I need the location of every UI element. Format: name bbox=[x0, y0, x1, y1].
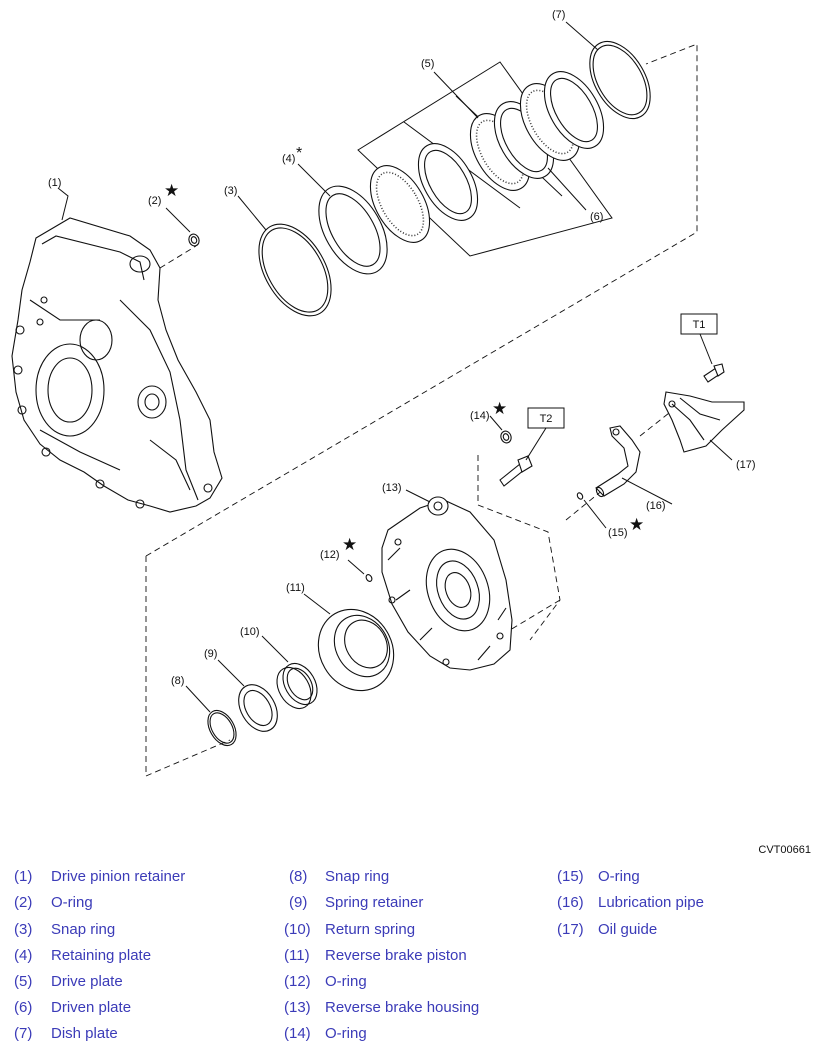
callout-15: (15) bbox=[608, 527, 628, 539]
leader-line-9 bbox=[217, 659, 245, 687]
leader-line-t2 bbox=[525, 427, 547, 461]
leader-line-11 bbox=[303, 593, 331, 615]
leader-line-1 bbox=[57, 187, 69, 221]
parts-legend: (1) Drive pinion retainer (2) O-ring (3)… bbox=[0, 864, 819, 1051]
leader-line-t1 bbox=[699, 333, 713, 365]
assembly-dashed-center-line bbox=[159, 245, 689, 521]
legend-item-6: (6) Driven plate bbox=[14, 999, 132, 1016]
leader-line-3 bbox=[237, 195, 267, 231]
leader-line-8 bbox=[185, 685, 211, 713]
leader-line-15 bbox=[583, 499, 607, 529]
clutch-plate-stack bbox=[369, 71, 605, 243]
callout-17: (17) bbox=[736, 459, 756, 471]
dish-plate-part bbox=[589, 40, 651, 120]
callout-13: (13) bbox=[382, 482, 402, 494]
leader-line-6 bbox=[547, 167, 587, 211]
callout-12: (12) bbox=[320, 549, 340, 561]
legend-item-15: (15) O-ring bbox=[557, 868, 640, 885]
star-marker-14: ★ bbox=[492, 399, 507, 418]
legend-item-4: (4) Retaining plate bbox=[14, 947, 152, 964]
callout-10: (10) bbox=[240, 626, 260, 638]
leader-line-14 bbox=[489, 415, 503, 431]
exploded-view-diagram: T1 T2 (1) (2) (3) (4) (5) (6) (7) (8) (9… bbox=[11, 9, 811, 856]
star-marker-12: ★ bbox=[342, 535, 357, 554]
callout-1: (1) bbox=[48, 177, 61, 189]
spring-retainer-part bbox=[238, 684, 278, 732]
housing-dashed-outline bbox=[477, 455, 561, 641]
legend-item-5: (5) Drive plate bbox=[14, 973, 123, 990]
torque-tag-t1: T1 bbox=[680, 313, 718, 335]
callout-16: (16) bbox=[646, 500, 666, 512]
callout-3: (3) bbox=[224, 185, 237, 197]
leader-line-10 bbox=[261, 635, 289, 663]
oil-guide-part bbox=[663, 391, 745, 453]
drive-pinion-retainer-part bbox=[11, 217, 223, 513]
callout-7: (7) bbox=[552, 9, 565, 21]
o-ring-14-part bbox=[500, 430, 512, 444]
leader-line-4 bbox=[297, 163, 331, 197]
star-marker-15: ★ bbox=[629, 515, 644, 534]
legend-item-12: (12) O-ring bbox=[284, 973, 367, 990]
o-ring-15-part bbox=[576, 492, 584, 500]
assembly-dashed-outline bbox=[145, 43, 698, 777]
figure-code: CVT00661 bbox=[758, 844, 811, 856]
legend-item-7: (7) Dish plate bbox=[14, 1025, 118, 1042]
svg-text:T1: T1 bbox=[693, 319, 706, 331]
leader-line-12 bbox=[347, 559, 365, 575]
legend-item-9: (9) Spring retainer bbox=[289, 894, 424, 911]
legend-item-2: (2) O-ring bbox=[14, 894, 93, 911]
legend-item-1: (1) Drive pinion retainer bbox=[14, 868, 186, 885]
leader-line-5 bbox=[433, 71, 479, 119]
legend-item-3: (3) Snap ring bbox=[14, 921, 116, 938]
callout-6: (6) bbox=[590, 211, 603, 223]
leader-line-13 bbox=[405, 489, 431, 503]
snap-ring-3-part bbox=[258, 223, 332, 317]
bolt-t1-part bbox=[703, 363, 725, 383]
legend-item-8: (8) Snap ring bbox=[289, 868, 390, 885]
star-marker-2: ★ bbox=[164, 181, 179, 200]
o-ring-12-part bbox=[365, 574, 373, 582]
legend-item-14: (14) O-ring bbox=[284, 1025, 367, 1042]
legend-item-16: (16) Lubrication pipe bbox=[557, 894, 704, 911]
snap-ring-8-part bbox=[207, 709, 237, 747]
callout-5: (5) bbox=[421, 58, 434, 70]
leader-line-17 bbox=[709, 439, 733, 461]
leader-line-16 bbox=[621, 477, 673, 505]
reverse-brake-housing-part bbox=[381, 496, 513, 671]
callout-4: (4) bbox=[282, 153, 295, 165]
leader-line-7 bbox=[565, 21, 599, 51]
callout-2: (2) bbox=[148, 195, 161, 207]
callout-11: (11) bbox=[286, 582, 305, 594]
legend-item-10: (10) Return spring bbox=[284, 921, 416, 938]
asterisk-marker-4: * bbox=[296, 145, 302, 162]
torque-tag-t2: T2 bbox=[527, 407, 565, 429]
svg-text:T2: T2 bbox=[540, 413, 553, 425]
leader-line-2 bbox=[165, 207, 191, 233]
retaining-plate-part bbox=[318, 185, 388, 275]
return-spring-part bbox=[276, 662, 318, 710]
bolt-t2-part bbox=[499, 455, 533, 487]
lubrication-pipe-part bbox=[595, 425, 641, 498]
callout-14: (14) bbox=[470, 410, 490, 422]
callout-8: (8) bbox=[171, 675, 184, 687]
legend-item-11: (11) Reverse brake piston bbox=[284, 947, 467, 964]
o-ring-2-part bbox=[188, 233, 200, 247]
callout-9: (9) bbox=[204, 648, 217, 660]
legend-item-13: (13) Reverse brake housing bbox=[284, 999, 480, 1016]
reverse-brake-piston-part bbox=[317, 608, 395, 692]
legend-item-17: (17) Oil guide bbox=[557, 921, 658, 938]
